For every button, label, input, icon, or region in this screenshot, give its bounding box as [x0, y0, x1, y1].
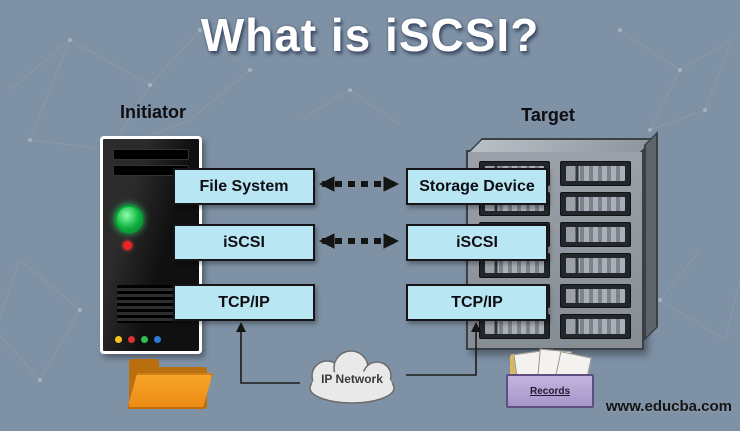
drive-bay	[560, 252, 631, 278]
led-red	[128, 336, 135, 343]
records-label: Records	[529, 385, 570, 397]
records-folder-icon: Records	[504, 348, 596, 414]
page-title: What is iSCSI?	[200, 9, 540, 61]
drive-bay	[560, 161, 631, 186]
ip-network-label: IP Network	[321, 372, 383, 386]
website-credit: www.educba.com	[605, 398, 732, 415]
target-label: Target	[521, 105, 575, 125]
drive-bay	[560, 314, 631, 339]
initiator-label: Initiator	[120, 102, 186, 122]
folder-icon	[127, 357, 213, 415]
tower-led-strip	[115, 336, 161, 343]
tower-reset-led-icon	[123, 241, 132, 250]
cloud-shape	[309, 350, 395, 404]
tower-drive-bay	[113, 149, 189, 160]
target-layer-tcpip: TCP/IP	[406, 284, 548, 321]
folder-front	[127, 373, 213, 409]
drive-bay	[560, 283, 631, 309]
server-side-face	[644, 131, 658, 341]
initiator-layer-iscsi: iSCSI	[173, 224, 315, 261]
tower-power-button-icon	[115, 205, 143, 233]
initiator-layer-file-system: File System	[173, 168, 315, 205]
drive-bay	[560, 222, 631, 247]
led-yellow	[115, 336, 122, 343]
target-layer-iscsi: iSCSI	[406, 224, 548, 261]
drive-bay	[560, 191, 631, 217]
ip-network-cloud-icon: IP Network	[293, 350, 411, 408]
target-layer-storage-device: Storage Device	[406, 168, 548, 205]
tower-vents	[117, 285, 173, 323]
records-folder-front: Records	[506, 374, 594, 408]
server-top-face	[468, 138, 656, 152]
led-green	[141, 336, 148, 343]
led-blue	[154, 336, 161, 343]
initiator-layer-tcpip: TCP/IP	[173, 284, 315, 321]
